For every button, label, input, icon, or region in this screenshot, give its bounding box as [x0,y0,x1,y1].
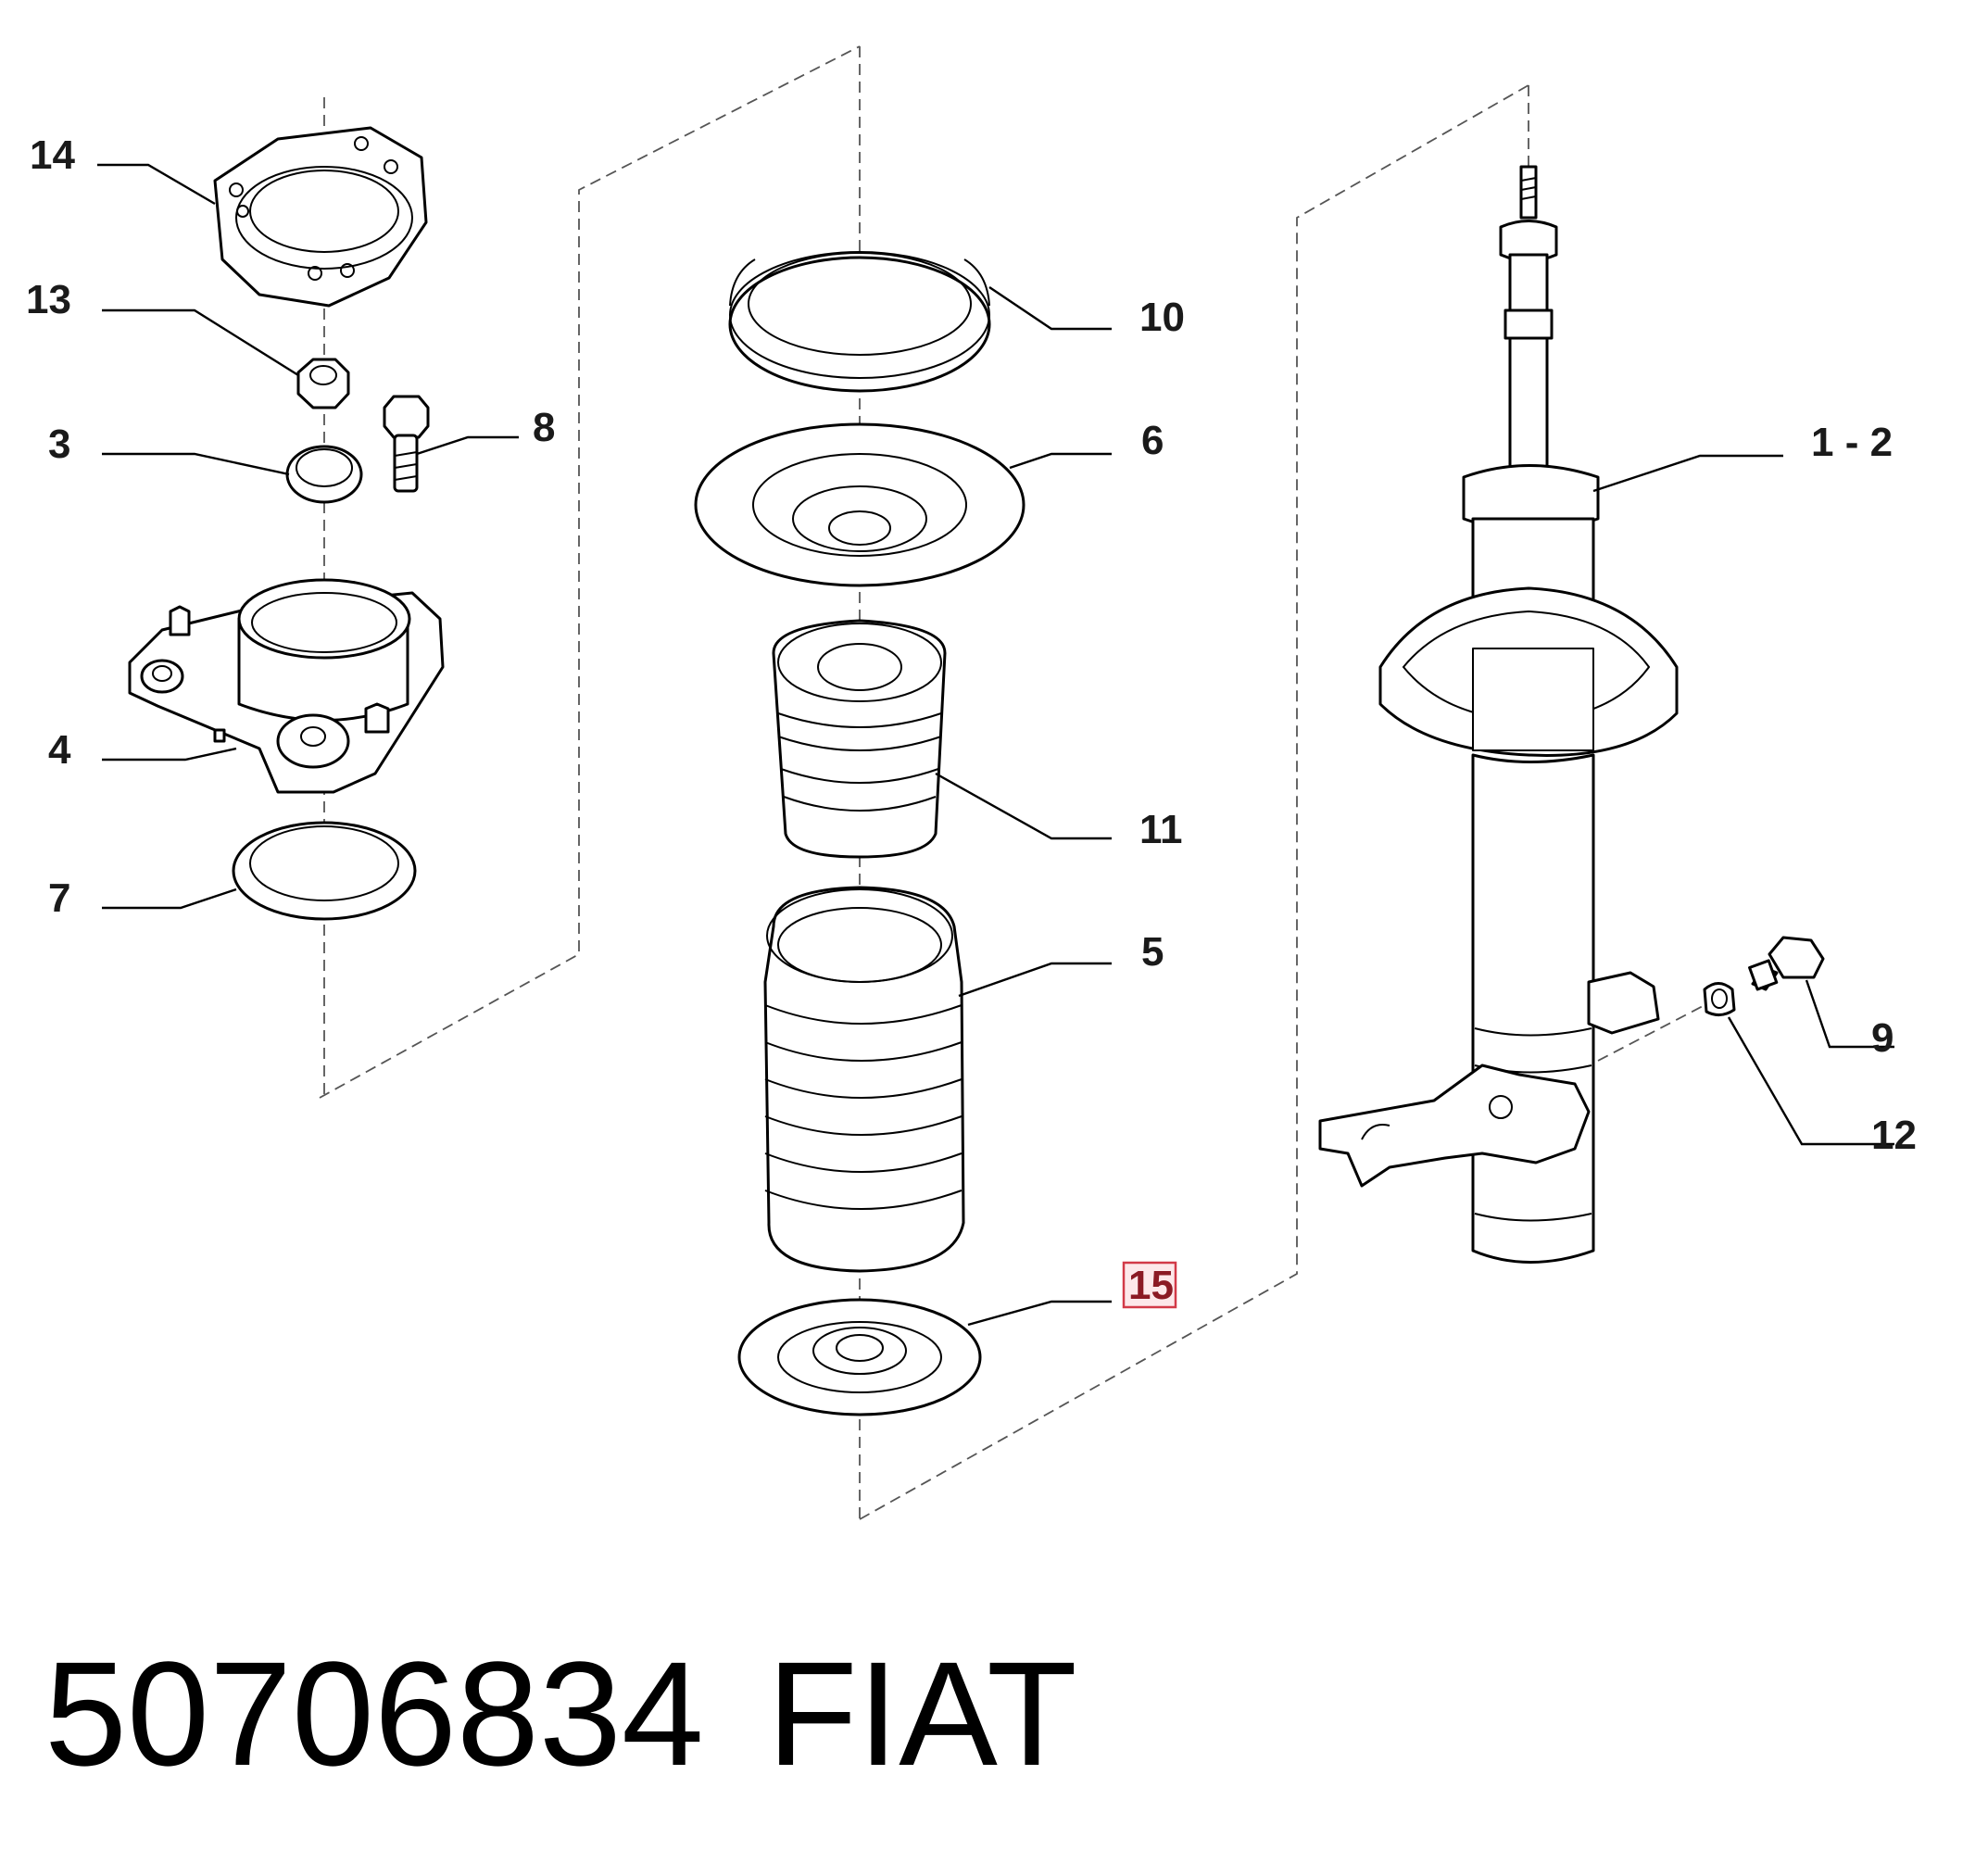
callout-7: 7 [48,875,70,921]
spring-pad[interactable] [694,422,1025,587]
callout-3: 3 [48,422,70,467]
part-number: 50706834 [44,1630,704,1796]
callout-12: 12 [1871,1113,1917,1158]
spring-seat[interactable] [728,251,991,393]
exploded-parts-diagram: 14 13 3 8 4 7 10 6 11 5 15 1 - 2 9 12 [26,45,1917,1520]
shock-absorber[interactable] [1318,85,1679,1264]
bracket-nut[interactable] [1703,982,1736,1016]
strut-washer[interactable] [232,821,417,921]
callout-15-highlight [1122,1261,1177,1309]
callout-14: 14 [30,132,75,178]
callout-4: 4 [48,727,71,773]
group-boundary-left [319,45,861,1099]
bracket-bolt[interactable] [1748,936,1825,991]
top-mount-plate[interactable] [213,126,428,308]
callout-11: 11 [1139,807,1183,852]
footer: 50706834 FIAT [0,1612,1112,1816]
bump-stop[interactable] [772,619,947,859]
dust-boot[interactable] [763,886,965,1273]
callout-10: 10 [1139,295,1185,340]
bearing-ring[interactable] [285,445,363,504]
callout-13: 13 [26,277,71,322]
callout-8: 8 [533,405,555,450]
lower-spring-pad[interactable] [737,1298,982,1416]
brand-name: FIAT [767,1630,1077,1796]
group-boundary-middle [859,84,1529,1520]
callout-9: 9 [1871,1015,1894,1061]
mount-bolt[interactable] [383,395,430,493]
strut-top-mount[interactable] [128,578,445,794]
callout-6: 6 [1141,418,1164,463]
leader-lines [97,163,1894,1327]
callout-1-2: 1 - 2 [1811,420,1893,465]
flange-nut[interactable] [296,358,350,409]
callout-5: 5 [1141,929,1164,975]
callout-15[interactable]: 15 [1128,1263,1174,1308]
